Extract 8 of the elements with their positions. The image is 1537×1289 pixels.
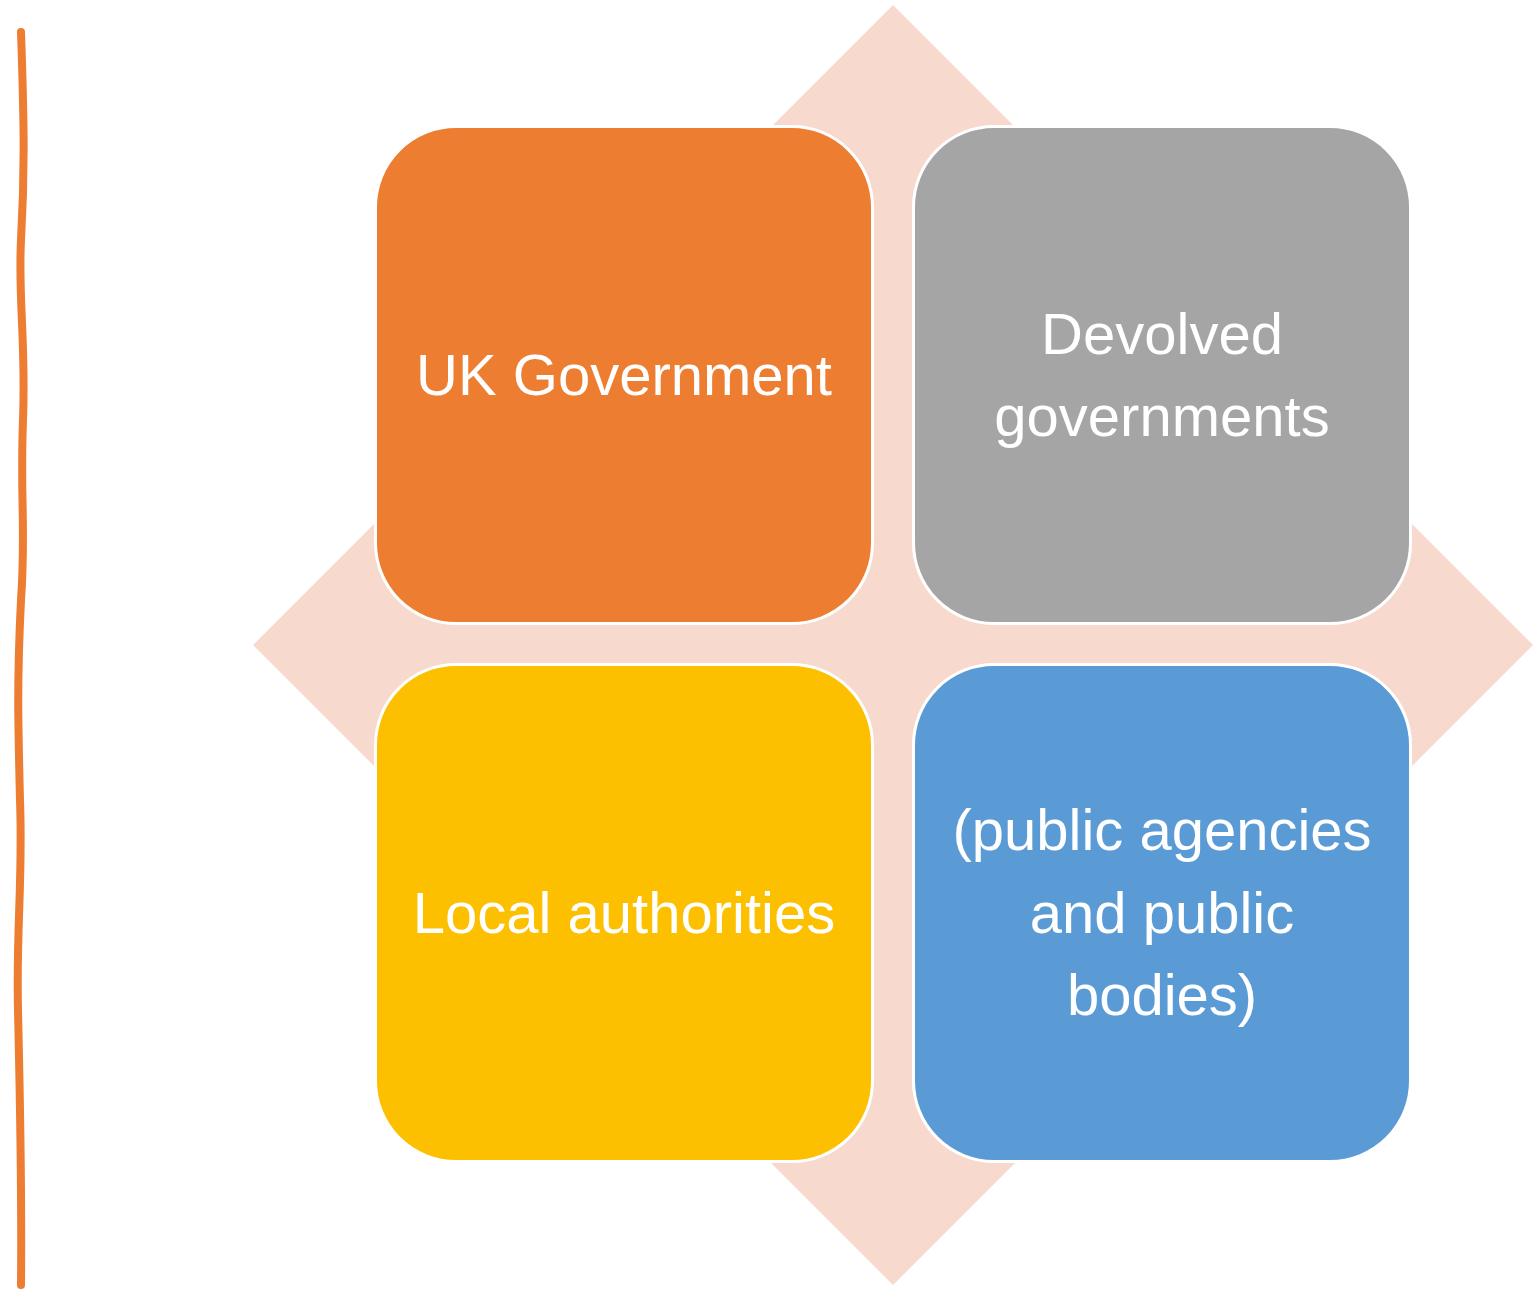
rounded-box <box>374 663 874 1163</box>
box-label: UK Government <box>416 340 832 409</box>
box-label: (public agencies and public bodies) <box>951 796 1373 1030</box>
rounded-box <box>912 125 1412 625</box>
rounded-box <box>912 663 1412 1163</box>
box-label: Devolved governments <box>993 299 1331 450</box>
box-label: Local authorities <box>412 878 836 947</box>
rounded-box <box>374 125 874 625</box>
